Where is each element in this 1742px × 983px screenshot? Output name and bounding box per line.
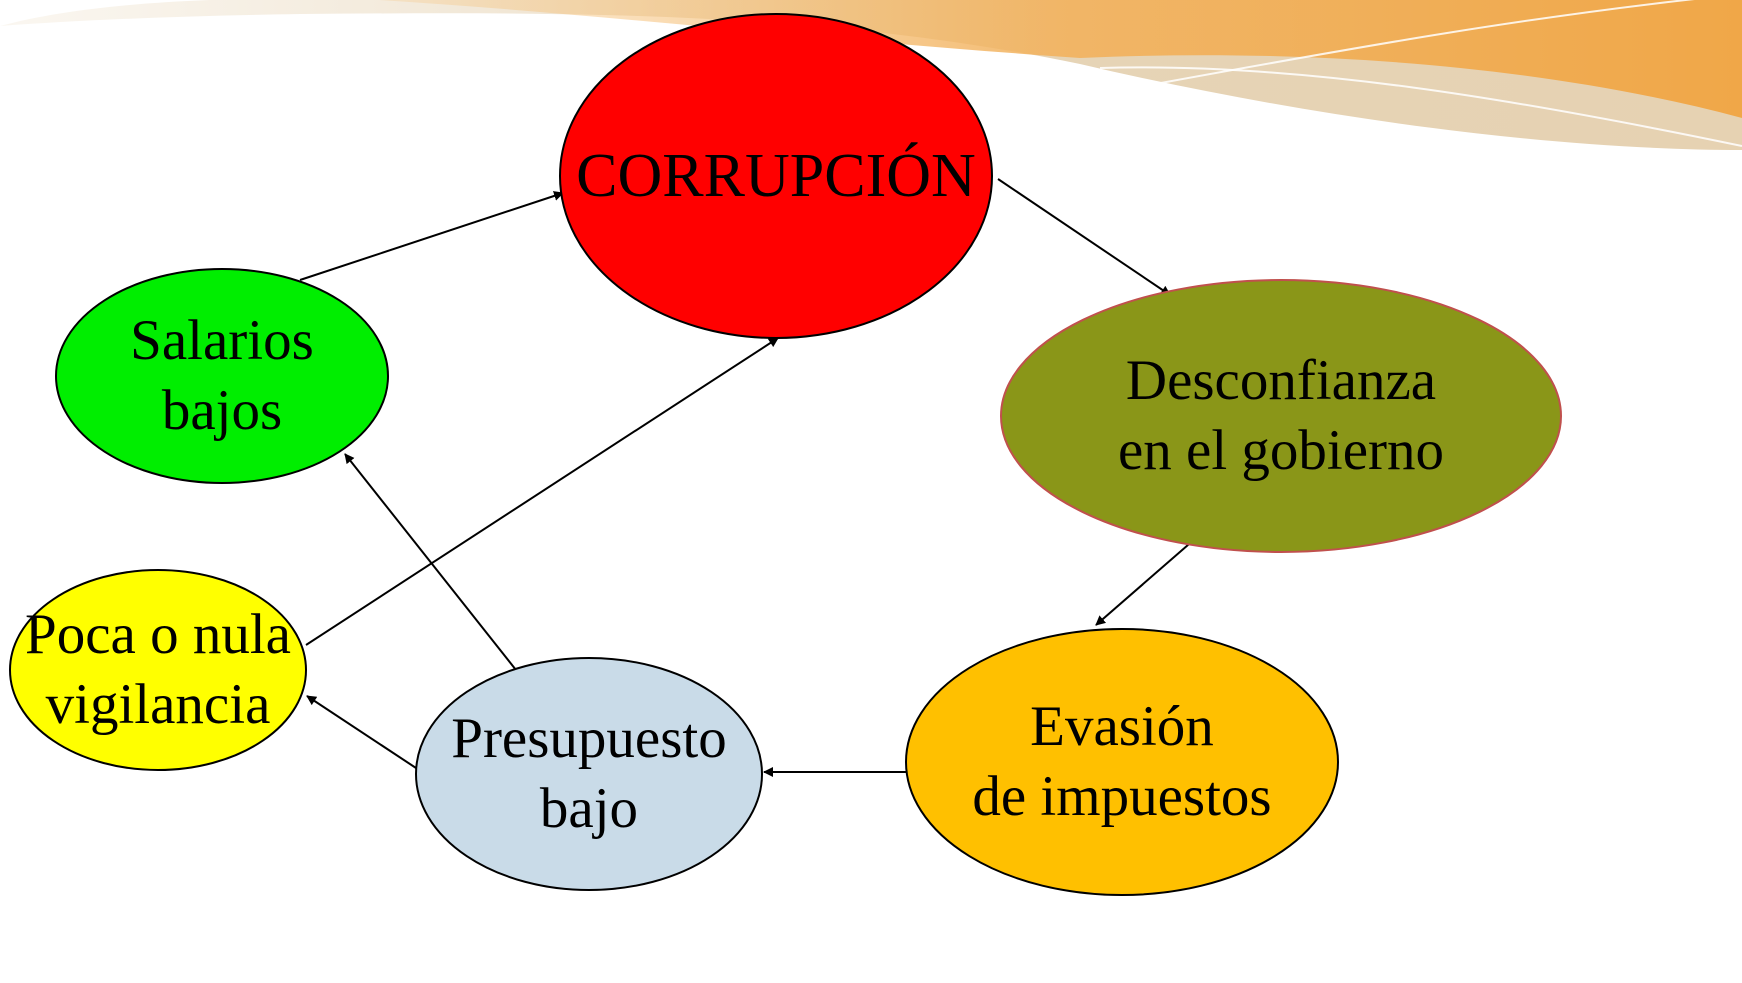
header-swoosh-decoration <box>0 0 1742 150</box>
nodes-layer: CORRUPCIÓN Salarios bajos Desconfianza en el… <box>9 13 1562 896</box>
arrow-presupuesto-to-vigilancia <box>306 695 417 769</box>
arrow-corrupcion-to-desconfianza <box>997 178 1171 296</box>
node-label-evasion-line-1: Evasión <box>1030 695 1214 758</box>
node-label-desconfianza-line-2: en el gobierno <box>1118 419 1444 482</box>
node-label-salarios-line-1: Salarios <box>130 309 314 372</box>
node-label-desconfianza-line-1: Desconfianza <box>1126 349 1436 412</box>
node-shape-corrupcion <box>559 13 993 339</box>
node-label-vigilancia-line-2: vigilancia <box>46 673 271 736</box>
node-label-salarios-line-2: bajos <box>162 379 282 442</box>
node-label-presupuesto-line-2: bajo <box>540 777 638 840</box>
node-desconfianza: Desconfianza en el gobierno <box>1000 279 1562 553</box>
node-vigilancia: Poca o nula vigilancia <box>9 569 307 771</box>
node-salarios: Salarios bajos <box>55 268 389 484</box>
node-shape-evasion <box>905 628 1339 896</box>
node-corrupcion: CORRUPCIÓN <box>559 13 993 339</box>
node-shape-salarios <box>55 268 389 484</box>
arrow-desconfianza-to-evasion <box>1095 537 1197 626</box>
node-label-vigilancia-line-1: Poca o nula <box>25 603 291 666</box>
node-shape-vigilancia <box>9 569 307 771</box>
arrow-presupuesto-to-salarios <box>344 453 517 671</box>
node-label-evasion-line-2: de impuestos <box>972 765 1271 828</box>
node-shape-desconfianza <box>1000 279 1562 553</box>
node-evasion: Evasión de impuestos <box>905 628 1339 896</box>
node-presupuesto: Presupuesto bajo <box>415 657 763 891</box>
node-label-presupuesto-line-1: Presupuesto <box>451 707 726 770</box>
arrow-vigilancia-to-corrupcion <box>305 337 779 646</box>
arrow-salarios-to-corrupcion <box>299 191 564 281</box>
node-label-corrupcion-line-1: CORRUPCIÓN <box>576 142 976 210</box>
node-shape-presupuesto <box>415 657 763 891</box>
edges-layer <box>299 178 1197 777</box>
